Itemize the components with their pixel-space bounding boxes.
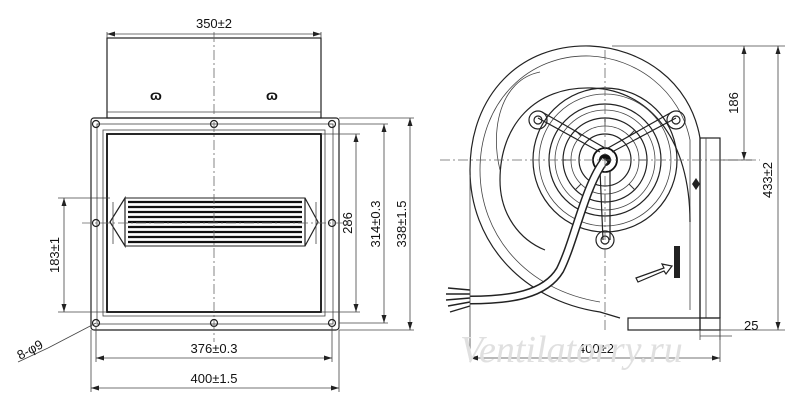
support-arms <box>528 110 686 250</box>
outlet-plate <box>699 137 721 319</box>
dim-frame-outer-height: 338±1.5 <box>394 201 409 248</box>
dim-frame-inner-height: 314±0.3 <box>368 201 383 248</box>
power-cable <box>445 157 609 313</box>
dim-outlet-height: 183±1 <box>47 237 62 273</box>
dim-inner-width: 376±0.3 <box>191 341 238 356</box>
impeller-blades <box>109 195 319 249</box>
dim-outer-width: 400±1.5 <box>191 371 238 386</box>
scroll-housing <box>469 45 701 319</box>
side-view: 186 433±2 25 400±2 <box>440 45 785 362</box>
rotation-arrow-icon <box>635 263 674 283</box>
dim-top-width: 350±2 <box>196 16 232 31</box>
dim-inner-height: 286 <box>340 212 355 234</box>
flange-inner-edge <box>96 123 334 325</box>
dim-side-foot: 25 <box>744 318 758 333</box>
dim-side-top: 186 <box>726 92 741 114</box>
clamp-right-icon: ɷ <box>266 87 278 103</box>
dim-side-total: 433±2 <box>760 162 775 198</box>
clamp-left-icon: ɷ <box>150 87 162 103</box>
front-view: ɷ ɷ <box>14 16 414 392</box>
direction-label-icon <box>674 246 680 278</box>
dim-side-width: 400±2 <box>578 341 614 356</box>
dim-holes: 8-φ9 <box>14 337 45 363</box>
small-marker-icon <box>692 178 700 190</box>
watermark: Ventilatorry.ru <box>460 329 683 371</box>
mounting-flange <box>90 117 340 331</box>
